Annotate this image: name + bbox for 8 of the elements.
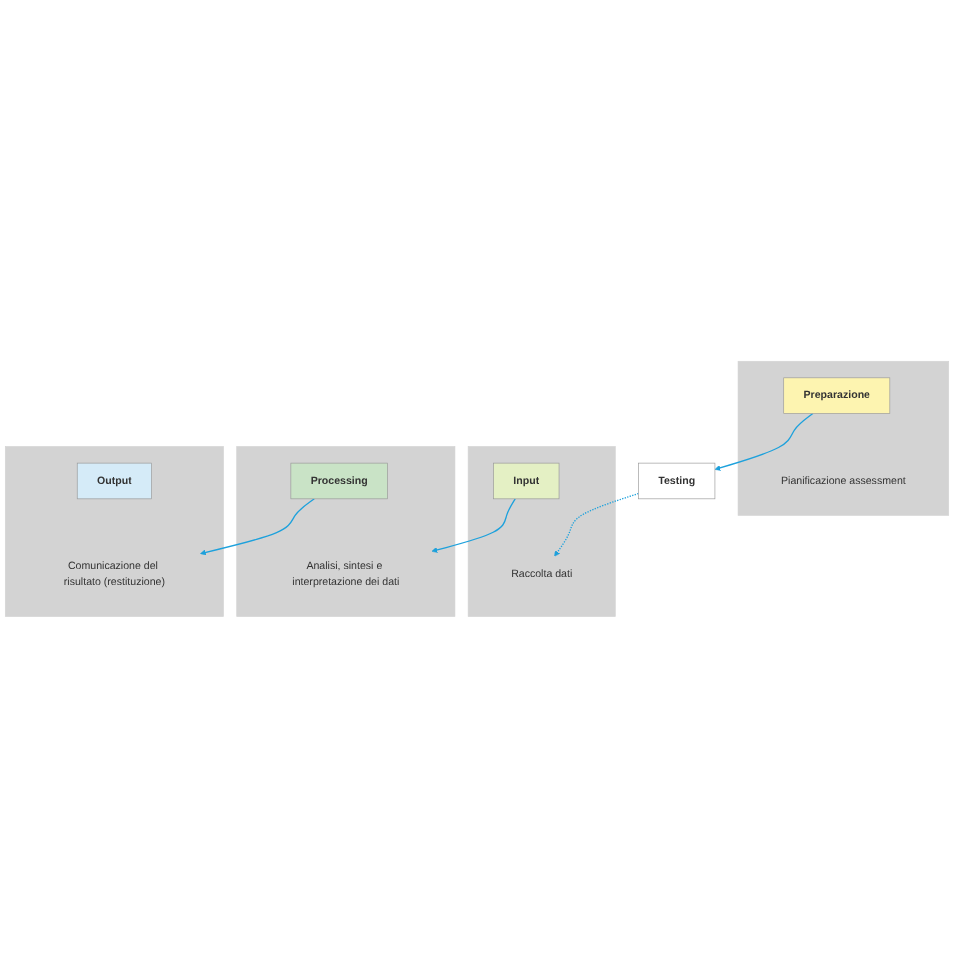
cluster [4,446,224,617]
cluster [467,446,616,617]
arrow [431,498,516,553]
arrow [714,412,814,471]
arrow [554,492,640,557]
cluster [236,446,456,617]
arrow [200,498,315,556]
cluster [737,361,950,516]
